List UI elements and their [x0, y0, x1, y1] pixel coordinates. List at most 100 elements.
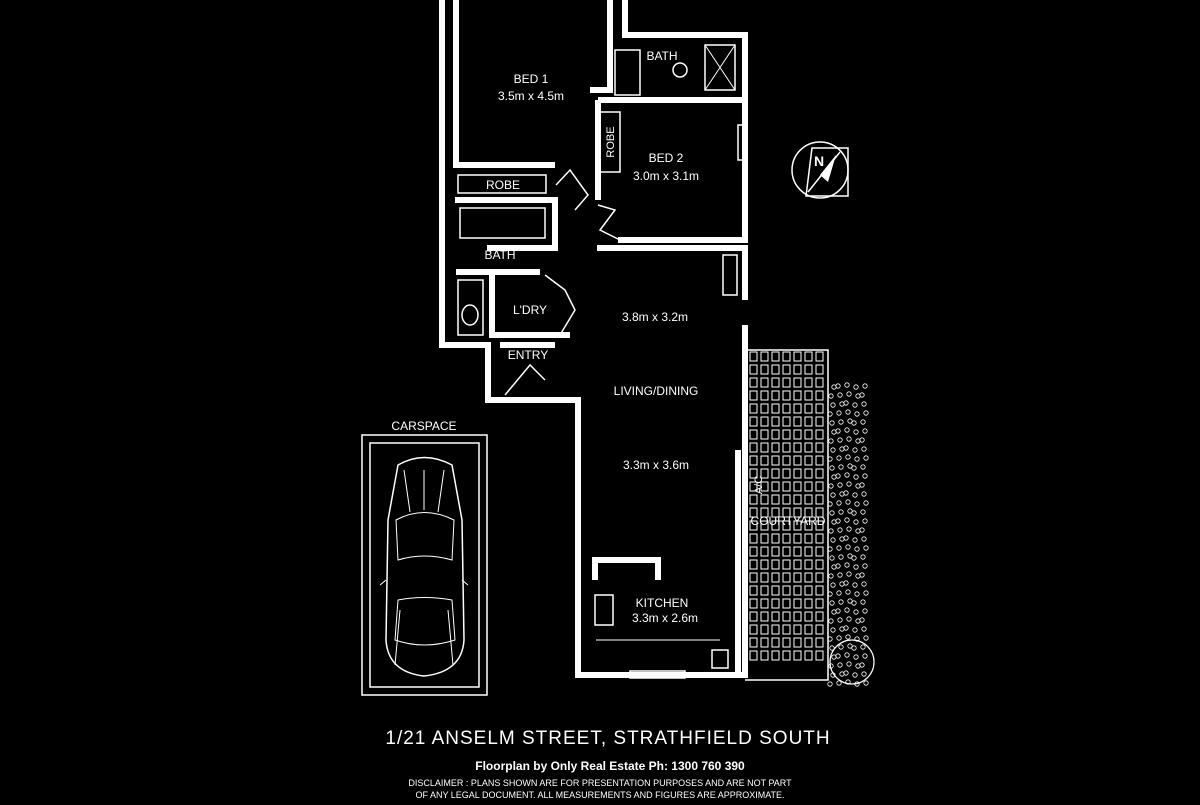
bath-top-name: BATH	[646, 49, 677, 63]
basin-top-bath	[672, 62, 688, 78]
paving-tile	[771, 572, 780, 583]
paving-tile	[815, 624, 824, 635]
paving-tile	[782, 351, 791, 362]
carspace-inner	[369, 442, 480, 688]
hedge-dot	[846, 661, 852, 667]
hedge-dot	[836, 590, 842, 596]
hedge-dot	[852, 582, 858, 588]
paving-tile	[804, 377, 813, 388]
floorplan-credit: Floorplan by Only Real Estate Ph: 1300 7…	[475, 759, 745, 773]
hedge-dot	[843, 400, 849, 406]
hedge-dot	[860, 464, 866, 470]
paving-tile	[804, 351, 813, 362]
wall-bed2	[598, 97, 748, 243]
robe-horizontal-name: ROBE	[486, 178, 520, 192]
paving-tile	[815, 416, 824, 427]
hedge-dot	[859, 392, 865, 398]
vanity-top-bath	[614, 49, 641, 96]
hedge-dot	[838, 644, 844, 650]
hedge-dot	[854, 591, 860, 597]
paving-tile	[815, 559, 824, 570]
hedge-dot	[861, 491, 867, 497]
fixtures	[457, 44, 736, 669]
paving-tile	[771, 507, 780, 518]
paving-tile	[749, 533, 758, 544]
hedge-dot	[862, 473, 868, 479]
paving-tile	[793, 520, 802, 531]
hedge-dot	[836, 410, 842, 416]
paving-tile	[815, 507, 824, 518]
paving-tile	[782, 507, 791, 518]
wall-robe-bath	[455, 197, 558, 251]
hedge-dot	[845, 409, 851, 415]
paving-tile	[749, 507, 758, 518]
paving-tile	[782, 468, 791, 479]
paving-tile	[749, 520, 758, 531]
hedge-dot	[853, 384, 859, 390]
hedge-dot	[838, 599, 844, 605]
bed1-name: BED 1	[514, 72, 549, 86]
paving-tile	[760, 624, 769, 635]
hedge-dot	[836, 545, 842, 551]
hedge-dot	[835, 563, 841, 569]
paving-tile	[793, 351, 802, 362]
hedge-dot	[846, 526, 852, 532]
paving-tile	[793, 611, 802, 622]
hedge-dot	[829, 645, 835, 651]
paving-tile	[749, 364, 758, 375]
footer: 1/21 ANSELM STREET, STRATHFIELD SOUTH Fl…	[385, 728, 829, 800]
paving-tile	[782, 494, 791, 505]
hedge-dot	[829, 510, 835, 516]
hedge-dot	[862, 608, 868, 614]
paving-tile	[749, 611, 758, 622]
hedge-dot	[846, 571, 852, 577]
paving-tile	[782, 572, 791, 583]
window-bed2	[737, 124, 746, 161]
paving-tile	[749, 585, 758, 596]
paving-tile	[771, 377, 780, 388]
bed2-name: BED 2	[649, 151, 684, 165]
paving-tile	[760, 559, 769, 570]
hedge-dot	[835, 383, 841, 389]
hedge-dot	[828, 573, 834, 579]
paving-tile	[760, 650, 769, 661]
paving-tile	[771, 520, 780, 531]
bathtub	[459, 207, 546, 239]
hedge-dot	[828, 528, 834, 534]
paving-tile	[815, 650, 824, 661]
paving-tile	[815, 598, 824, 609]
wall-bed1-east	[453, 0, 555, 168]
hedge-dot	[847, 463, 853, 469]
hedge-dot	[829, 600, 835, 606]
hedge-dot	[862, 653, 868, 659]
paving-tile	[804, 598, 813, 609]
paving-tile	[793, 624, 802, 635]
fridge-box	[711, 649, 729, 669]
paving-tile	[771, 559, 780, 570]
paving-tile	[782, 546, 791, 557]
paving-tile	[815, 351, 824, 362]
hedge-dot	[861, 581, 867, 587]
paving-tile	[804, 403, 813, 414]
paving-tile	[793, 559, 802, 570]
hedge-dot	[830, 402, 836, 408]
paving-tile	[793, 416, 802, 427]
hedge-dot	[852, 627, 858, 633]
hedge-dot	[851, 420, 857, 426]
paving-tile	[760, 520, 769, 531]
hedge-dot	[860, 419, 866, 425]
hedge-dot	[828, 483, 834, 489]
hedge-dot	[845, 454, 851, 460]
paving-tile	[749, 442, 758, 453]
robe-vertical-name: ROBE	[605, 126, 617, 157]
toilet	[461, 304, 479, 326]
paving-tile	[771, 533, 780, 544]
paving-tile	[749, 390, 758, 401]
hedge-dot	[836, 680, 842, 686]
paving-tile	[771, 624, 780, 635]
hedge-dot	[863, 455, 869, 461]
car-icon	[379, 456, 469, 677]
paving-tile	[782, 624, 791, 635]
hedge-dot	[860, 554, 866, 560]
hedge-dot	[847, 553, 853, 559]
